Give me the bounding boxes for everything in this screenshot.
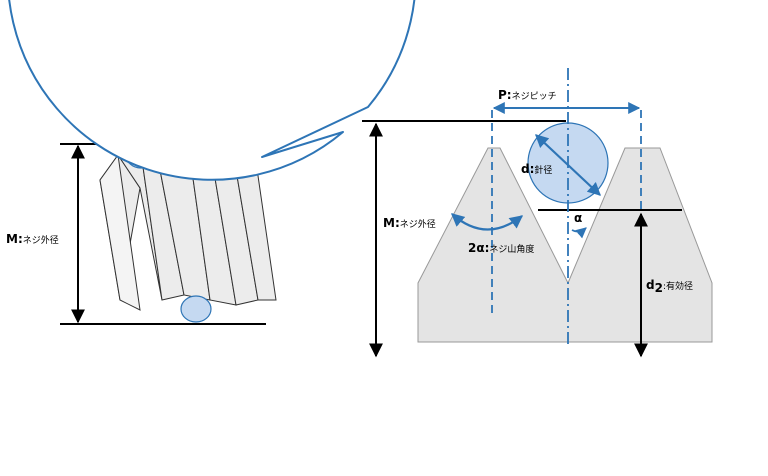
needle-diameter-label: d:針径 [521, 162, 552, 176]
pitch-label: P:ネジピッチ [498, 88, 557, 102]
thread-angle-arc [451, 213, 524, 231]
screw-body [99, 153, 277, 311]
effective-diameter-label: d2:有効径 [646, 278, 693, 295]
thread-profile-detail: P:ネジピッチ d:針径 M:ネジ外径 2α:ネジ山角度 α d2:有効径 [362, 68, 713, 358]
magnifier-callout [8, 0, 416, 181]
outer-diameter-label-left: M:ネジ外径 [6, 232, 59, 246]
thread-angle-label: 2α:ネジ山角度 [468, 241, 534, 255]
needle-diameter-arrow [535, 134, 601, 196]
outer-diameter-label-right: M:ネジ外径 [383, 216, 436, 230]
half-angle-label: α [574, 211, 582, 225]
half-angle-arc [571, 227, 587, 239]
needle-left-bottom [180, 295, 212, 323]
